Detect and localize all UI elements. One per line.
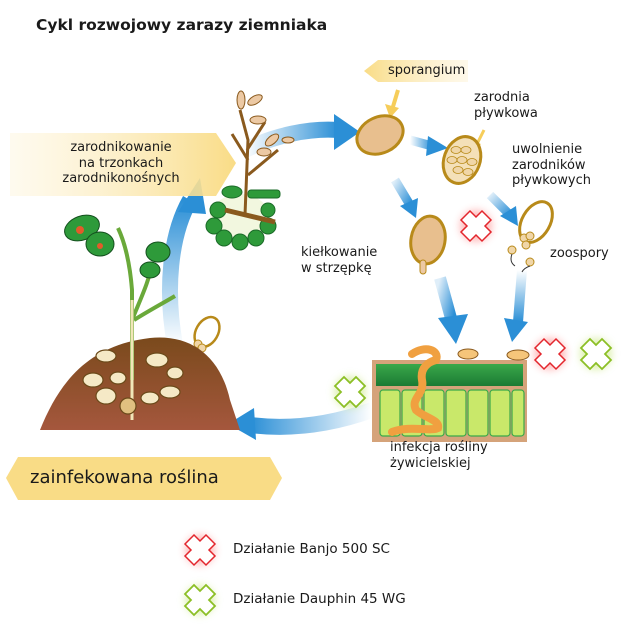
label-infected-plant: zainfekowana roślina bbox=[30, 467, 219, 488]
label-zoospores: zoospory bbox=[550, 246, 609, 261]
legend-label-banjo: Działanie Banjo 500 SC bbox=[233, 541, 390, 557]
arrow-sporulation-to-sporangium bbox=[241, 121, 339, 158]
zoosporangium-spore bbox=[441, 135, 483, 185]
green-cross-icon bbox=[579, 337, 613, 371]
red-cross-icon bbox=[459, 209, 493, 243]
label-zoospore-release: uwolnienie zarodników pływkowych bbox=[512, 142, 592, 189]
sporangiophore-illustration bbox=[205, 90, 295, 251]
zoospore-release bbox=[507, 200, 554, 273]
arrow-infection-to-plant bbox=[249, 402, 375, 435]
red-cross-icon bbox=[533, 337, 567, 371]
sporulation-banner bbox=[10, 133, 236, 196]
label-zoosporangium: zarodnia pływkowa bbox=[474, 90, 538, 121]
soil-zoosporangium bbox=[193, 315, 221, 353]
green-cross-icon bbox=[333, 375, 367, 409]
label-host-infection: infekcja rośliny żywicielskiej bbox=[390, 440, 488, 471]
label-sporangium: sporangium bbox=[388, 63, 466, 78]
label-sporulation: zarodnikowanie na trzonkach zarodnikonoś… bbox=[62, 140, 180, 187]
legend-green-cross-icon bbox=[183, 583, 217, 617]
label-germination: kiełkowanie w strzępkę bbox=[301, 245, 378, 276]
arrowhead-left-bottom bbox=[228, 408, 256, 440]
diagram-title: Cykl rozwojowy zarazy ziemniaka bbox=[36, 16, 328, 34]
sporangium-spore bbox=[355, 114, 405, 156]
legend-red-cross-icon bbox=[183, 533, 217, 567]
infected-plant-banner bbox=[6, 457, 282, 500]
arrow-soil-to-sporulation bbox=[162, 196, 198, 347]
arrowhead-right-top bbox=[334, 114, 360, 150]
germinating-spore bbox=[409, 214, 447, 275]
cycle-arrows bbox=[162, 114, 528, 440]
potato-plant-illustration bbox=[40, 214, 240, 430]
sporangium-banner bbox=[364, 60, 468, 82]
legend-label-dauphin: Działanie Dauphin 45 WG bbox=[233, 591, 406, 607]
host-tissue-illustration bbox=[372, 345, 530, 442]
